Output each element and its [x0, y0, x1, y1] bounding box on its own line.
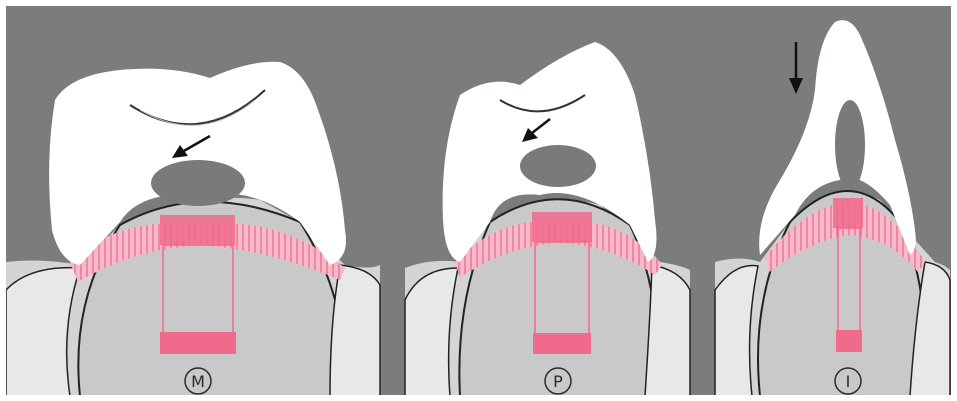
label-m: M: [191, 372, 205, 391]
adjacent-tooth-right-m: [330, 265, 380, 396]
pink-core-m: [160, 215, 235, 245]
pink-core-i: [833, 198, 863, 228]
post-base-i: [836, 330, 862, 352]
pulp-chamber-p: [520, 145, 596, 187]
pulp-canal-i: [835, 100, 865, 190]
post-base-m: [160, 332, 236, 354]
label-p: P: [553, 372, 563, 391]
pink-core-p: [532, 212, 592, 242]
pulp-chamber-m: [151, 160, 245, 206]
label-i: I: [846, 372, 851, 391]
post-base-p: [533, 333, 591, 354]
adjacent-tooth-right-p: [645, 265, 690, 396]
